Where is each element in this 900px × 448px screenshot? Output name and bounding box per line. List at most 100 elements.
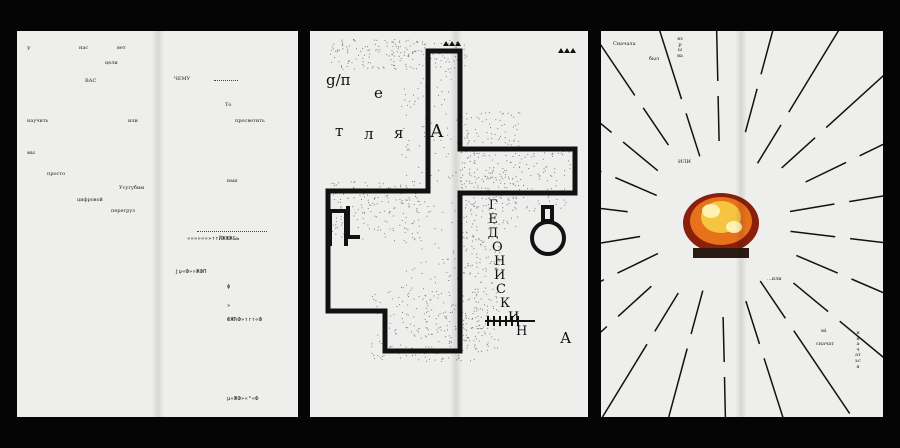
noise-speck bbox=[476, 325, 478, 327]
noise-speck bbox=[413, 43, 415, 45]
noise-speck bbox=[394, 186, 396, 187]
noise-speck bbox=[495, 199, 497, 201]
noise-speck bbox=[482, 155, 484, 157]
noise-speck bbox=[400, 58, 402, 59]
noise-speck bbox=[466, 347, 468, 349]
noise-speck bbox=[500, 176, 502, 178]
noise-speck bbox=[421, 126, 423, 128]
noise-speck bbox=[356, 219, 358, 221]
noise-speck bbox=[508, 178, 510, 180]
noise-speck bbox=[416, 330, 418, 332]
noise-speck bbox=[389, 347, 391, 349]
glyph-line: µ«ЖФ»«°«Ф bbox=[227, 396, 259, 402]
burst-ray bbox=[759, 280, 787, 319]
noise-speck bbox=[346, 46, 348, 48]
noise-speck bbox=[530, 174, 532, 176]
noise-speck bbox=[407, 314, 409, 316]
noise-speck bbox=[401, 220, 403, 222]
noise-speck bbox=[492, 212, 494, 214]
noise-speck bbox=[458, 356, 460, 358]
burst-ray bbox=[796, 254, 838, 274]
noise-speck bbox=[395, 329, 397, 331]
noise-speck bbox=[408, 292, 410, 294]
noise-speck bbox=[426, 311, 428, 313]
noise-speck bbox=[466, 248, 468, 250]
noise-speck bbox=[499, 196, 501, 198]
noise-speck bbox=[408, 203, 410, 205]
word: цели bbox=[105, 60, 118, 66]
noise-speck bbox=[564, 204, 566, 206]
noise-speck bbox=[495, 196, 497, 197]
noise-speck bbox=[474, 291, 476, 293]
burst-ray bbox=[793, 330, 851, 415]
noise-speck bbox=[526, 163, 528, 165]
noise-speck bbox=[439, 53, 441, 55]
noise-speck bbox=[456, 42, 457, 44]
noise-speck bbox=[512, 183, 514, 185]
noise-speck bbox=[448, 335, 450, 337]
noise-speck bbox=[481, 350, 483, 352]
noise-speck bbox=[495, 292, 497, 294]
noise-speck bbox=[413, 184, 415, 186]
noise-speck bbox=[496, 268, 498, 270]
noise-speck bbox=[399, 199, 401, 201]
noise-speck bbox=[470, 203, 472, 205]
cross-artwork bbox=[325, 39, 578, 362]
noise-speck bbox=[466, 237, 468, 239]
noise-speck bbox=[489, 249, 491, 251]
noise-speck bbox=[334, 184, 336, 186]
noise-speck bbox=[379, 186, 381, 188]
noise-speck bbox=[347, 62, 349, 64]
noise-speck bbox=[479, 258, 481, 260]
noise-speck bbox=[465, 334, 467, 336]
noise-speck bbox=[445, 317, 447, 319]
noise-speck bbox=[478, 340, 480, 342]
noise-speck bbox=[379, 302, 381, 304]
noise-speck bbox=[399, 60, 401, 62]
noise-speck bbox=[486, 178, 488, 180]
noise-speck bbox=[441, 229, 443, 231]
noise-speck bbox=[482, 205, 484, 207]
vertical-letter: И bbox=[494, 268, 506, 283]
noise-speck bbox=[514, 164, 516, 166]
noise-speck bbox=[402, 287, 404, 289]
noise-speck bbox=[425, 321, 427, 323]
noise-speck bbox=[455, 119, 457, 121]
noise-speck bbox=[388, 212, 390, 214]
noise-speck bbox=[480, 113, 482, 115]
noise-speck bbox=[550, 188, 552, 190]
noise-speck bbox=[396, 306, 398, 308]
noise-speck bbox=[519, 189, 521, 191]
noise-speck bbox=[401, 318, 403, 320]
word: ВАС bbox=[85, 78, 97, 84]
noise-speck bbox=[448, 340, 450, 342]
noise-speck bbox=[476, 262, 478, 264]
noise-speck bbox=[552, 153, 553, 155]
noise-speck bbox=[353, 40, 355, 42]
noise-speck bbox=[478, 332, 480, 334]
noise-speck bbox=[392, 215, 394, 217]
noise-speck bbox=[458, 358, 460, 360]
noise-speck bbox=[425, 295, 427, 297]
burst-ray bbox=[763, 358, 784, 417]
noise-speck bbox=[526, 206, 528, 208]
noise-speck bbox=[531, 156, 533, 158]
noise-speck bbox=[491, 137, 493, 139]
noise-speck bbox=[471, 182, 473, 184]
noise-speck bbox=[478, 238, 480, 240]
noise-speck bbox=[448, 276, 450, 278]
vertical-letter: Е bbox=[488, 212, 498, 227]
noise-speck bbox=[465, 317, 467, 319]
noise-speck bbox=[477, 315, 479, 317]
noise-speck bbox=[494, 154, 496, 156]
noise-speck bbox=[429, 299, 431, 301]
glyph-line: «»»»»»»↑↑ЙЖЖЖ&ь bbox=[187, 236, 240, 242]
noise-speck bbox=[428, 333, 430, 335]
noise-speck bbox=[473, 162, 475, 164]
noise-speck bbox=[343, 233, 345, 235]
noise-speck bbox=[467, 263, 469, 265]
noise-speck bbox=[486, 349, 488, 351]
noise-speck bbox=[363, 196, 365, 198]
noise-speck bbox=[466, 337, 468, 339]
noise-speck bbox=[545, 166, 547, 168]
